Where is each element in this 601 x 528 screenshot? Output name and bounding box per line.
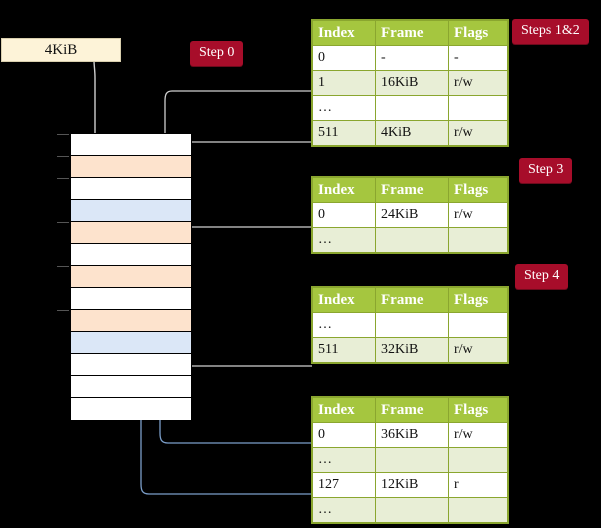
- cell-frame: -: [375, 45, 449, 71]
- badge-step-0: Step 0: [190, 41, 244, 66]
- table-row: …: [312, 312, 508, 338]
- cell-index: 0: [312, 202, 376, 228]
- badge-step-4: Step 4: [515, 264, 569, 289]
- memory-row: [71, 288, 191, 310]
- column-header-flags: Flags: [448, 397, 508, 423]
- memory-row: [71, 398, 191, 420]
- table-header-row: Index Frame Flags: [312, 287, 508, 313]
- column-header-flags: Flags: [448, 287, 508, 313]
- cell-flags: r/w: [448, 120, 508, 146]
- table-row: …: [312, 447, 508, 473]
- memory-tick: [57, 310, 69, 311]
- virtual-address-box: 4KiB: [1, 38, 121, 62]
- memory-tick: [57, 178, 69, 179]
- column-header-frame: Frame: [375, 397, 449, 423]
- cell-index: …: [312, 227, 376, 253]
- table-header-row: Index Frame Flags: [312, 397, 508, 423]
- table-row: …: [312, 95, 508, 121]
- cell-index: 0: [312, 45, 376, 71]
- table-row-highlighted: 511 4KiB r/w: [312, 120, 508, 146]
- cell-frame: 12KiB: [375, 472, 449, 498]
- memory-tick: [57, 266, 69, 267]
- virtual-address-label: 4KiB: [44, 42, 78, 58]
- column-header-index: Index: [312, 20, 376, 46]
- column-header-frame: Frame: [375, 287, 449, 313]
- badge-steps-1-2: Steps 1&2: [512, 19, 589, 44]
- cell-index: 511: [312, 337, 376, 363]
- cell-index: 127: [312, 472, 376, 498]
- cell-flags: [448, 447, 508, 473]
- cell-frame: 16KiB: [375, 70, 449, 96]
- table-row: …: [312, 497, 508, 523]
- memory-row: [71, 354, 191, 376]
- cell-index: 511: [312, 120, 376, 146]
- column-header-frame: Frame: [375, 177, 449, 203]
- cell-index: …: [312, 312, 376, 338]
- memory-row: [71, 376, 191, 398]
- cell-flags: [448, 227, 508, 253]
- memory-row: [57, 178, 191, 200]
- cell-index: 1: [312, 70, 376, 96]
- cell-frame: [375, 312, 449, 338]
- memory-row: [57, 266, 191, 288]
- cell-flags: r/w: [448, 422, 508, 448]
- cell-frame: [375, 227, 449, 253]
- page-table-level-1: Index Frame Flags 0 - - 1 16KiB r/w … 51…: [311, 19, 509, 147]
- physical-memory-column: [57, 133, 192, 420]
- cell-flags: r: [448, 472, 508, 498]
- memory-tick: [57, 156, 69, 157]
- column-header-index: Index: [312, 287, 376, 313]
- cell-index: …: [312, 95, 376, 121]
- cell-frame: 4KiB: [375, 120, 449, 146]
- cell-index: …: [312, 497, 376, 523]
- cell-frame: [375, 497, 449, 523]
- column-header-frame: Frame: [375, 20, 449, 46]
- table-row: 0 24KiB r/w: [312, 202, 508, 228]
- column-header-index: Index: [312, 397, 376, 423]
- cell-frame: 36KiB: [375, 422, 449, 448]
- memory-row: [71, 200, 191, 222]
- memory-row: [57, 310, 191, 332]
- page-table-level-2: Index Frame Flags 0 24KiB r/w …: [311, 176, 509, 254]
- table-row: 511 32KiB r/w: [312, 337, 508, 363]
- table-row: …: [312, 227, 508, 253]
- memory-row: [57, 222, 191, 244]
- memory-row: [71, 244, 191, 266]
- table-row: 1 16KiB r/w: [312, 70, 508, 96]
- memory-row: [57, 156, 191, 178]
- cell-flags: r/w: [448, 70, 508, 96]
- table-row: 0 36KiB r/w: [312, 422, 508, 448]
- page-table-level-4: Index Frame Flags 0 36KiB r/w … 127 12Ki…: [311, 396, 509, 524]
- cell-flags: [448, 312, 508, 338]
- table-header-row: Index Frame Flags: [312, 177, 508, 203]
- cell-index: 0: [312, 422, 376, 448]
- cell-flags: [448, 95, 508, 121]
- cell-frame: 32KiB: [375, 337, 449, 363]
- table-row: 127 12KiB r: [312, 472, 508, 498]
- memory-tick: [57, 222, 69, 223]
- cell-flags: r/w: [448, 337, 508, 363]
- cell-frame: [375, 95, 449, 121]
- badge-step-3: Step 3: [519, 158, 573, 183]
- column-header-flags: Flags: [448, 177, 508, 203]
- cell-frame: [375, 447, 449, 473]
- memory-row: [71, 332, 191, 354]
- cell-flags: [448, 497, 508, 523]
- cell-flags: -: [448, 45, 508, 71]
- column-header-flags: Flags: [448, 20, 508, 46]
- table-header-row: Index Frame Flags: [312, 20, 508, 46]
- cell-flags: r/w: [448, 202, 508, 228]
- table-row: 0 - -: [312, 45, 508, 71]
- column-header-index: Index: [312, 177, 376, 203]
- memory-tick: [57, 134, 69, 135]
- cell-index: …: [312, 447, 376, 473]
- memory-row: [57, 134, 191, 156]
- cell-frame: 24KiB: [375, 202, 449, 228]
- page-table-level-3: Index Frame Flags … 511 32KiB r/w: [311, 286, 509, 364]
